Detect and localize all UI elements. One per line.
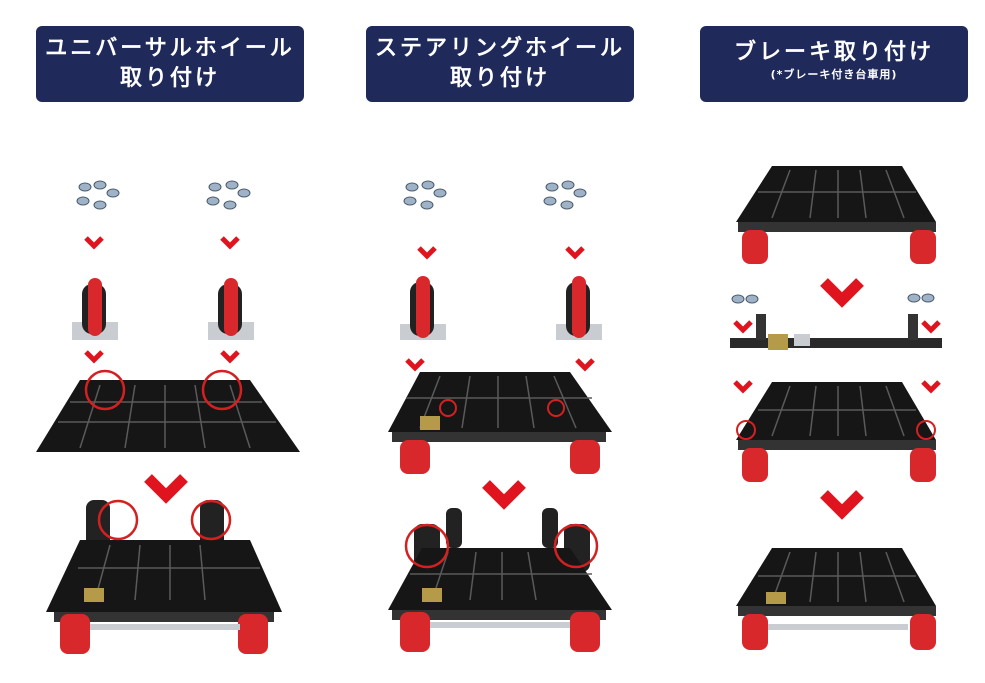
title-banner: ステアリングホイール 取り付け <box>366 26 634 102</box>
title-line1: ブレーキ取り付け <box>733 40 934 65</box>
column-steering-wheel: ステアリングホイール 取り付け <box>330 0 660 683</box>
column-brake: ブレーキ取り付け (*ブレーキ付き台車用) <box>660 0 985 683</box>
down-chevron-icon <box>733 380 753 394</box>
title-banner: ユニバーサルホイール 取り付け <box>36 26 304 102</box>
title-line2: 取り付け <box>449 66 550 91</box>
highlight-circle-icon <box>97 499 139 541</box>
down-chevron-icon <box>820 278 864 308</box>
brake-bar-icon <box>730 314 942 350</box>
cart-platform-icon <box>388 372 612 474</box>
caster-wheel-icon <box>400 276 446 340</box>
down-chevron-icon <box>921 380 941 394</box>
cart-platform-icon <box>736 548 936 650</box>
cart-platform-icon <box>736 382 936 482</box>
cart-platform-icon <box>46 500 282 654</box>
down-chevron-icon <box>144 474 188 504</box>
column-universal-wheel: ユニバーサルホイール 取り付け <box>0 0 330 683</box>
highlight-circle-icon <box>553 523 599 569</box>
title-subtitle: (*ブレーキ付き台車用) <box>770 68 898 81</box>
down-chevron-icon <box>820 490 864 520</box>
down-chevron-icon <box>417 246 437 260</box>
title-line2: 取り付け <box>119 66 220 91</box>
cart-platform-icon <box>388 508 612 652</box>
universal-wheel-illustration <box>36 180 300 654</box>
caster-wheel-icon <box>556 276 602 340</box>
down-chevron-icon <box>220 236 240 250</box>
bolt-icon <box>907 293 935 303</box>
caster-wheel-icon <box>72 278 118 340</box>
highlight-circle-icon <box>190 499 232 541</box>
down-chevron-icon <box>733 320 753 334</box>
down-chevron-icon <box>565 246 585 260</box>
highlight-circle-icon <box>439 399 457 417</box>
cart-platform-icon <box>36 380 300 452</box>
bolt-icon <box>731 294 759 304</box>
highlight-circle-icon <box>547 399 565 417</box>
highlight-circle-icon <box>916 420 936 440</box>
down-chevron-icon <box>220 350 240 364</box>
highlight-circle-icon <box>84 369 126 411</box>
bolt-icon <box>206 180 251 210</box>
bolt-icon <box>403 180 447 210</box>
down-chevron-icon <box>921 320 941 334</box>
bolt-icon <box>543 180 587 210</box>
title-line1: ステアリングホイール <box>374 36 625 61</box>
down-chevron-icon <box>84 350 104 364</box>
down-chevron-icon <box>482 480 526 510</box>
title-line1: ユニバーサルホイール <box>45 36 295 61</box>
down-chevron-icon <box>84 236 104 250</box>
cart-platform-icon <box>736 166 936 264</box>
down-chevron-icon <box>405 358 425 372</box>
highlight-circle-icon <box>404 523 450 569</box>
brake-illustration <box>730 166 942 650</box>
highlight-circle-icon <box>201 369 243 411</box>
caster-wheel-icon <box>208 278 254 340</box>
highlight-circle-icon <box>736 420 756 440</box>
down-chevron-icon <box>575 358 595 372</box>
steering-wheel-illustration <box>388 180 612 652</box>
bolt-icon <box>76 180 120 210</box>
title-banner: ブレーキ取り付け (*ブレーキ付き台車用) <box>700 26 968 102</box>
